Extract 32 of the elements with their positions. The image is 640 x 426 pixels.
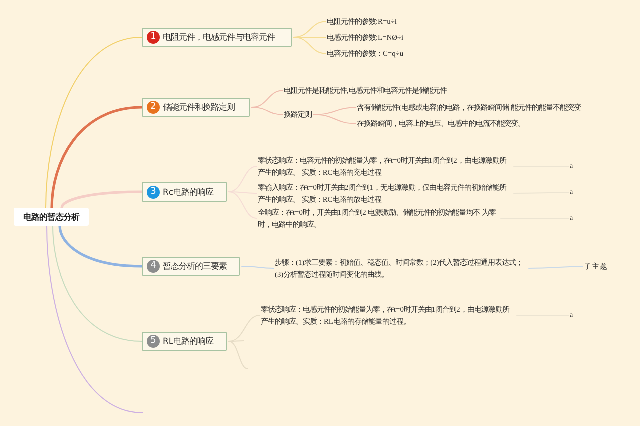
branch-line [50,106,144,210]
connector-line [228,341,248,370]
connector-line [252,107,284,116]
number-badge: 1 [147,31,160,44]
connector-line [228,192,258,219]
topic-label: 电阻元件，电感元件与电容元件 [163,32,275,43]
topic-label: Rc电路的响应 [163,186,214,198]
connector-line [314,107,356,116]
number-badge: 5 [147,335,160,348]
topic-box [142,332,227,351]
connector-line [528,266,584,269]
topic-box [142,98,250,117]
connector-line [314,114,356,124]
branch-line [58,224,144,268]
branch-line [52,226,142,342]
number-badge: 3 [147,186,160,198]
branch-line [60,190,144,210]
number-badge: 4 [147,260,160,273]
number-badge: 2 [147,101,160,114]
branch-line [46,226,144,414]
connector-line [242,266,274,269]
connector-line [228,315,260,342]
topic-box [142,28,292,47]
central-topic: 电路的暂态分析 [14,208,89,226]
topic-box [142,182,227,202]
connector-line [294,37,326,54]
topic-label: RL电路的响应 [163,336,214,347]
connector-line [228,166,258,192]
topic-label: 暂态分析的三要素 [163,261,227,272]
topic-label: 储能元件和换路定则 [163,102,235,113]
branch-line [46,37,142,208]
topic-box [142,257,240,276]
